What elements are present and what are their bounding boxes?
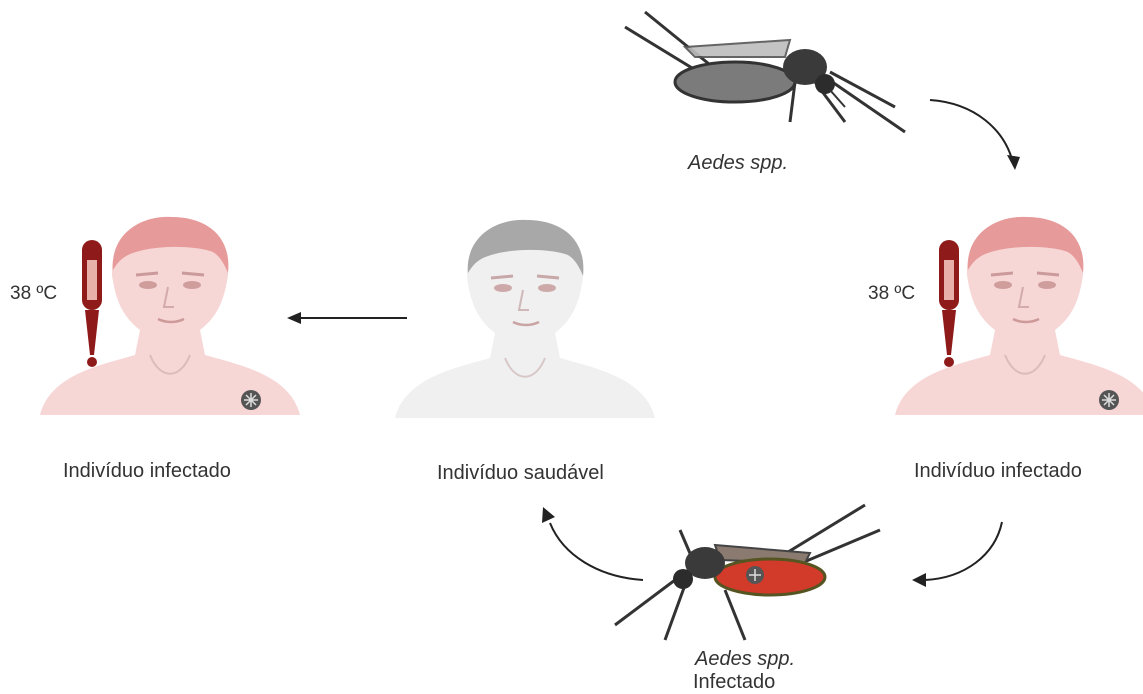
mosquito-bite-icon — [1098, 389, 1120, 411]
center-person-label: Indivíduo saudável — [437, 462, 604, 485]
top-mosquito-species-label: Aedes spp. — [688, 152, 788, 175]
arrow-infected-to-mosquito — [910, 520, 1010, 590]
arrow-mosquito-to-right-person — [925, 95, 1025, 175]
arrow-mosquito-to-healthy — [538, 505, 648, 585]
arrow-healthy-to-infected — [287, 308, 412, 328]
mosquito-bite-icon — [240, 389, 262, 411]
thermometer-icon — [937, 240, 961, 370]
healthy-person — [395, 218, 655, 438]
left-temperature-label: 38 ºC — [10, 283, 57, 305]
thermometer-icon — [80, 240, 104, 370]
mosquito-icon — [615, 12, 915, 142]
right-person-label: Indivíduo infectado — [914, 460, 1082, 483]
bottom-mosquito-species-label: Aedes spp. — [695, 648, 795, 671]
left-person-label: Indivíduo infectado — [63, 460, 231, 483]
right-temperature-label: 38 ºC — [868, 283, 915, 305]
infected-mosquito-icon — [605, 505, 895, 645]
